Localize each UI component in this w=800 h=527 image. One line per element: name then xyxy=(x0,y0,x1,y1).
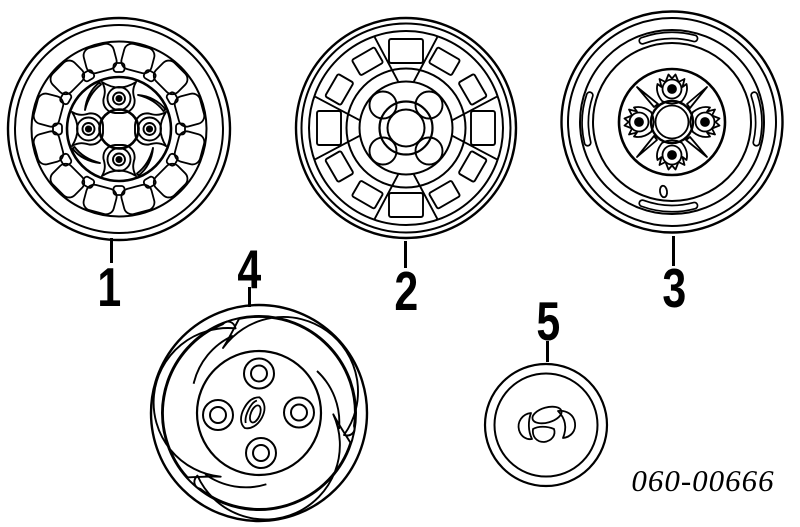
cover-outer-edge xyxy=(149,303,369,523)
wheel-2-lug-holes xyxy=(368,90,444,166)
wheel-2-windows xyxy=(316,38,496,218)
wheel-3-drawing xyxy=(560,10,784,234)
wheel-3-rim-slots xyxy=(581,31,763,213)
valve-stem-hole xyxy=(659,184,668,199)
callout-5-leader xyxy=(546,341,549,362)
wheel-3-hub-disc xyxy=(617,67,727,177)
wheel-cover-drawing xyxy=(141,303,369,527)
callout-1-leader xyxy=(110,238,113,263)
callout-1-label: 1 xyxy=(97,256,121,318)
wheel-2-center-bore xyxy=(378,100,434,156)
wheel-1-hub-disc xyxy=(65,75,173,183)
drawing-number: 060-00666 xyxy=(631,463,775,498)
wheel-2-figure xyxy=(288,10,524,246)
wheel-3-outer-rim xyxy=(560,10,784,234)
wheel-1-drawing xyxy=(6,16,232,242)
wheel-1-outer-rim xyxy=(6,16,232,242)
wheel-1-vent-slots xyxy=(31,41,207,217)
center-cap-figure xyxy=(481,360,611,490)
callout-4-label: 4 xyxy=(237,238,261,300)
center-cap-drawing xyxy=(483,362,609,488)
callout-2-leader xyxy=(404,241,407,268)
callout-3-leader xyxy=(672,236,675,266)
wheel-2-outer-rim xyxy=(294,16,518,240)
wheel-1-center-bore xyxy=(98,108,140,150)
wheel-cover-figure xyxy=(141,295,377,527)
callout-5-label: 5 xyxy=(536,290,560,352)
wheel-2-spokes xyxy=(314,36,498,220)
wheel-1-figure xyxy=(1,11,237,247)
hyundai-logo-small xyxy=(240,396,266,430)
wheel-2-drawing xyxy=(294,16,518,240)
wheel-3-center-bore xyxy=(649,99,695,145)
cover-hub-disc xyxy=(195,349,323,477)
wheel-3-figure xyxy=(554,4,790,240)
hyundai-logo xyxy=(517,405,576,443)
callout-4-leader xyxy=(248,287,251,307)
wheel-1-lug-nuts xyxy=(71,81,167,177)
callout-2-label: 2 xyxy=(394,260,418,322)
cap-outer-edge xyxy=(483,362,609,488)
cover-lug-holes xyxy=(202,357,315,469)
callout-3-label: 3 xyxy=(662,257,686,319)
wheel-3-lug-nuts xyxy=(623,73,721,171)
